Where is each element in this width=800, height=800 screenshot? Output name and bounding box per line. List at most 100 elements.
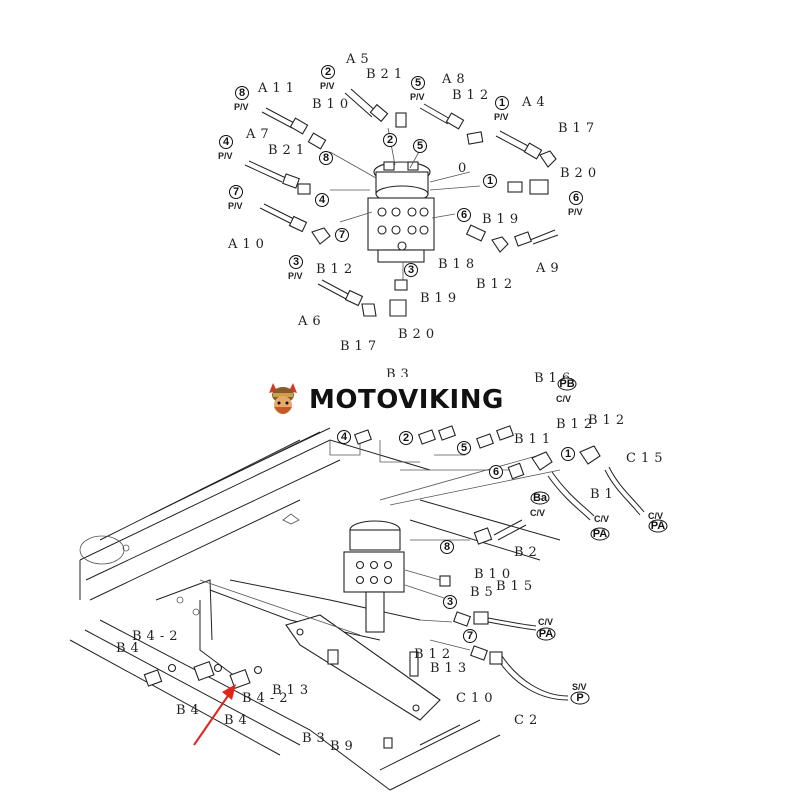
valve-port-code: Ba (533, 492, 548, 504)
valve-port-code: PA (651, 520, 666, 532)
port-number: 5 (415, 77, 421, 89)
top-part-label: B21 (366, 67, 407, 82)
top-part-label: A8 (441, 72, 470, 87)
port-number-circle (383, 133, 397, 147)
port-number-circle (440, 540, 454, 554)
bottom-part-label: C10 (456, 691, 498, 706)
bottom-part-label: B11 (514, 432, 555, 447)
valve-type-tag: C/V (648, 511, 663, 521)
port-number-circle (561, 447, 575, 461)
valve-type-tag: C/V (556, 394, 571, 404)
valve-port-oval (648, 519, 668, 533)
brand-name: MOTOVIKING (309, 384, 504, 415)
bottom-part-label: B4-2 (242, 691, 293, 706)
port-number-circle (289, 255, 303, 269)
bottom-assembly-view (69, 425, 645, 791)
valve-port-oval (536, 627, 556, 641)
port-number-circle (483, 174, 497, 188)
port-number: 7 (467, 630, 473, 642)
port-number-circle (219, 135, 233, 149)
port-number: 6 (573, 192, 579, 204)
valve-type-tag: S/V (572, 682, 587, 692)
bottom-part-label: C2 (514, 713, 542, 728)
bottom-part-label: B1 (590, 487, 618, 502)
pilot-valve-tag: P/V (234, 102, 249, 112)
port-number: 2 (403, 432, 409, 444)
pilot-valve-tag: P/V (228, 201, 243, 211)
port-number: 5 (461, 442, 467, 454)
port-number-circle (335, 228, 349, 242)
bottom-part-label: B2 (514, 545, 542, 560)
port-number-circle (489, 465, 503, 479)
bottom-part-label: C15 (626, 451, 668, 466)
pilot-valve-tag: P/V (218, 151, 233, 161)
port-number-circle (315, 193, 329, 207)
top-part-label: B12 (452, 88, 493, 103)
port-number: 2 (387, 134, 393, 146)
bottom-part-label: B13 (430, 661, 471, 676)
mounting-bracket (285, 614, 441, 749)
port-number-circle (229, 185, 243, 199)
bottom-part-label: B4 (116, 641, 144, 656)
port-number-circle (457, 441, 471, 455)
top-exploded-view (244, 88, 559, 317)
port-number: 6 (493, 466, 499, 478)
port-number: 7 (339, 229, 345, 241)
valve-port-oval (590, 527, 610, 541)
port-number-circle (457, 208, 471, 222)
top-part-label: 0 (458, 161, 471, 176)
valve-type-tag: C/V (594, 514, 609, 524)
top-part-label: B17 (340, 339, 381, 354)
bottom-part-label: B15 (496, 579, 537, 594)
port-number-circle (463, 629, 477, 643)
bottom-part-label: B4 (224, 713, 252, 728)
bottom-part-label: B4-2 (132, 629, 183, 644)
valve-port-oval (570, 691, 590, 705)
bottom-part-label: B3 (302, 731, 330, 746)
top-part-label: A7 (245, 127, 274, 142)
port-number: 1 (565, 448, 571, 460)
port-number-circle (321, 65, 335, 79)
top-part-label: A6 (297, 314, 326, 329)
bottom-part-label: B5 (470, 585, 498, 600)
top-hoses (244, 88, 559, 307)
bottom-part-label: B9 (330, 739, 358, 754)
port-number-circle (235, 86, 249, 100)
top-part-label: A5 (345, 52, 374, 67)
port-number: 1 (499, 97, 505, 109)
port-number-circle (443, 595, 457, 609)
top-part-label: B12 (476, 277, 517, 292)
port-number: 3 (408, 264, 414, 276)
port-number: 8 (444, 541, 450, 553)
top-part-label: B19 (482, 212, 523, 227)
top-part-label: A4 (521, 95, 550, 110)
bottom-part-label: B12 (588, 413, 629, 428)
valve-type-tag: C/V (538, 617, 553, 627)
top-part-label: B12 (316, 262, 357, 277)
port-number: 3 (447, 596, 453, 608)
pilot-valve-tag: P/V (568, 207, 583, 217)
bottom-part-label: B10 (474, 567, 515, 582)
valve-port-oval (557, 377, 577, 391)
swivel-joint-top (367, 161, 435, 263)
red-arrow (193, 684, 236, 746)
port-number: 4 (341, 431, 348, 443)
bottom-fittings (143, 425, 601, 690)
top-part-label: B21 (268, 143, 309, 158)
bottom-leader-lines (199, 440, 561, 651)
top-part-label: B19 (420, 291, 461, 306)
brand-watermark: MOTOVIKING (263, 377, 536, 422)
pilot-valve-tag: P/V (320, 81, 335, 91)
bottom-part-label: B12 (414, 647, 455, 662)
port-number-circle (413, 139, 427, 153)
valve-port-code: PA (539, 628, 554, 640)
pilot-valve-tag: P/V (494, 112, 509, 122)
pilot-valve-tag: P/V (288, 271, 303, 281)
top-part-label: B20 (560, 166, 601, 181)
port-number: 5 (417, 140, 423, 152)
top-part-label: B10 (312, 97, 353, 112)
port-number-circle (337, 430, 351, 444)
bottom-part-label: B13 (272, 683, 313, 698)
